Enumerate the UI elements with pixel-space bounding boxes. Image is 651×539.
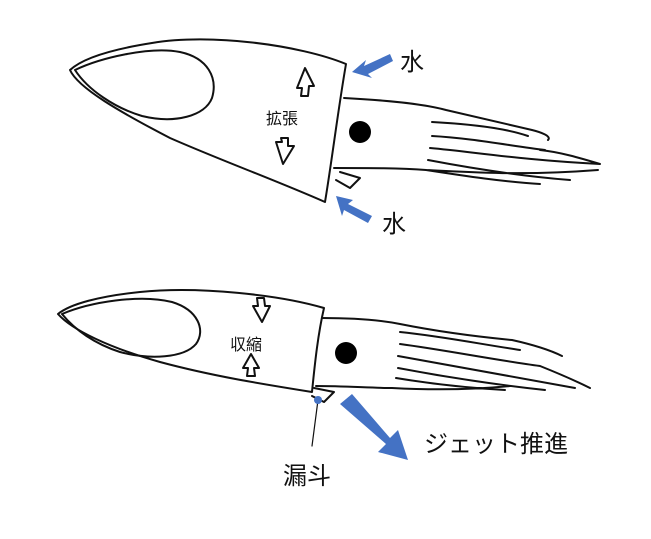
funnel-top bbox=[335, 171, 361, 189]
fin-bottom bbox=[61, 297, 201, 358]
label-contract: 収縮 bbox=[230, 335, 262, 354]
label-water-lower: 水 bbox=[382, 210, 406, 238]
jet-arrow-icon bbox=[340, 394, 408, 460]
squid-bottom bbox=[57, 289, 591, 447]
water-arrow-upper-icon bbox=[352, 54, 393, 78]
eye-top bbox=[349, 121, 371, 143]
head-arms-top bbox=[333, 97, 601, 185]
label-jet: ジェット推進 bbox=[424, 430, 568, 458]
contract-arrow-down-icon bbox=[252, 297, 271, 323]
water-arrow-lower-icon bbox=[336, 196, 372, 223]
expand-arrow-up-icon bbox=[296, 67, 315, 97]
squid-top bbox=[69, 38, 601, 203]
mantle-bottom bbox=[57, 289, 325, 393]
label-funnel: 漏斗 bbox=[283, 462, 331, 490]
label-expand: 拡張 bbox=[266, 109, 298, 128]
expand-arrow-down-icon bbox=[275, 137, 295, 165]
head-arms-bottom bbox=[315, 317, 591, 391]
water-arrows-top bbox=[336, 54, 393, 223]
contract-arrow-up-icon bbox=[242, 353, 260, 377]
funnel-pointer-dot bbox=[314, 396, 322, 404]
fin-top bbox=[74, 49, 215, 121]
label-water-upper: 水 bbox=[400, 48, 424, 76]
mantle-top bbox=[69, 38, 347, 203]
funnel-pointer-line bbox=[311, 399, 319, 447]
eye-bottom bbox=[335, 342, 357, 364]
